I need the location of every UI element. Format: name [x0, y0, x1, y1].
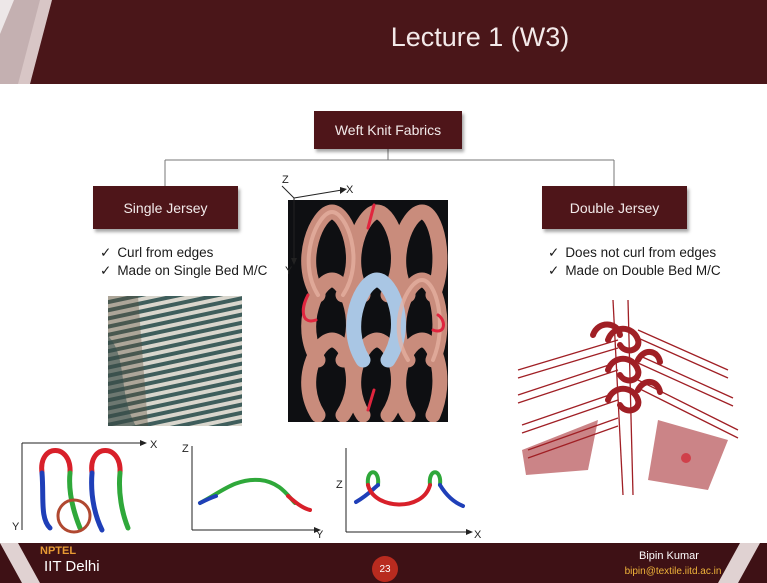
institute-name: IIT Delhi: [44, 558, 100, 575]
curve-zy-diagram: Z Y: [180, 438, 330, 538]
axis-label-y: Y: [12, 521, 20, 533]
check-icon: ✓: [548, 245, 559, 260]
axis-label-x: X: [150, 439, 158, 451]
axis-label-z: Z: [182, 443, 189, 455]
weft-knit-fabrics-box: Weft Knit Fabrics: [314, 111, 462, 149]
single-jersey-box: Single Jersey: [93, 186, 238, 229]
page-number: 23: [372, 556, 398, 582]
double-jersey-knit-drawing: [508, 300, 748, 495]
single-jersey-fabric-photo: [108, 296, 242, 426]
nptel-label: NPTEL: [40, 545, 76, 557]
author-email: bipin@textile.iitd.ac.in: [598, 566, 748, 577]
author-name: Bipin Kumar: [604, 550, 734, 562]
single-jersey-bullets: ✓Curl from edges ✓Made on Single Bed M/C: [100, 244, 267, 280]
xyz-axes-indicator: Z X Y: [270, 170, 360, 280]
bullet-item: ✓Made on Single Bed M/C: [100, 262, 267, 280]
double-jersey-bullets: ✓Does not curl from edges ✓Made on Doubl…: [548, 244, 721, 280]
axis-label-z: Z: [336, 479, 343, 491]
bullet-item: ✓Curl from edges: [100, 244, 267, 262]
loop-3d-diagram: X Y: [10, 438, 165, 538]
double-jersey-box: Double Jersey: [542, 186, 687, 229]
axis-label-x: X: [346, 184, 354, 196]
axis-label-y: Y: [285, 265, 293, 277]
loop-zx-diagram: Z X: [318, 440, 488, 540]
bullet-item: ✓Does not curl from edges: [548, 244, 721, 262]
bullet-item: ✓Made on Double Bed M/C: [548, 262, 721, 280]
check-icon: ✓: [100, 245, 111, 260]
check-icon: ✓: [548, 263, 559, 278]
check-icon: ✓: [100, 263, 111, 278]
axis-label-z: Z: [282, 174, 289, 186]
